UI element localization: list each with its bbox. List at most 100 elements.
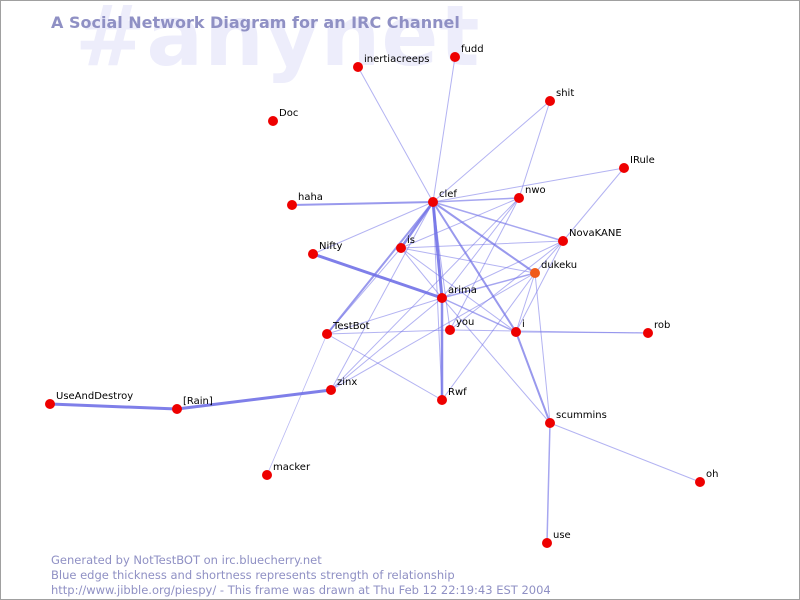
edge-testbot-rwf bbox=[326, 333, 443, 401]
edge-is-dukeku bbox=[400, 247, 536, 274]
edge-clef-arima bbox=[431, 200, 444, 300]
edge-is-novakane bbox=[400, 240, 564, 249]
footer-legend-note: Blue edge thickness and shortness repres… bbox=[51, 568, 455, 582]
edge-you-novakane bbox=[449, 240, 564, 331]
node-label: NovaKANE bbox=[569, 228, 622, 239]
node-dot bbox=[45, 399, 55, 409]
node-dot bbox=[322, 329, 332, 339]
edge-arima-testbot bbox=[326, 297, 443, 335]
edge-arima-novakane bbox=[441, 240, 564, 299]
node-novakane: NovaKANE bbox=[558, 228, 622, 246]
node-label: rob bbox=[654, 320, 670, 331]
edge-clef-rwf bbox=[432, 201, 443, 401]
node-dot bbox=[287, 200, 297, 210]
edge-i-rob bbox=[515, 331, 649, 334]
node-dot bbox=[542, 538, 552, 548]
node-label: is bbox=[407, 235, 415, 246]
node-macker: macker bbox=[262, 462, 311, 480]
edge-i-dukeku bbox=[515, 272, 536, 333]
node-testbot: TestBot bbox=[322, 321, 370, 339]
edge-rain-zinx bbox=[175, 388, 333, 411]
node-label: nwo bbox=[525, 185, 546, 196]
node-dot bbox=[172, 404, 182, 414]
node-use: use bbox=[542, 530, 571, 548]
node-dot bbox=[396, 243, 406, 253]
node-dot bbox=[643, 328, 653, 338]
node-label: you bbox=[456, 317, 474, 328]
node-is: is bbox=[396, 235, 415, 253]
edge-clef-haha bbox=[291, 201, 434, 206]
node-label: Nifty bbox=[319, 241, 343, 252]
node-label: arima bbox=[448, 285, 477, 296]
node-label: inertiacreeps bbox=[364, 54, 429, 65]
node-dot bbox=[545, 96, 555, 106]
edge-clef-zinx bbox=[330, 201, 434, 391]
node-label: TestBot bbox=[332, 321, 370, 332]
edge-clef-novakane bbox=[432, 201, 564, 242]
edge-clef-testbot bbox=[326, 201, 434, 335]
node-label: i bbox=[522, 319, 525, 330]
node-dot bbox=[308, 249, 318, 259]
edge-scummins-dukeku bbox=[534, 272, 551, 424]
node-label: Doc bbox=[279, 108, 298, 119]
node-rwf: Rwf bbox=[437, 387, 467, 405]
edge-arima-scummins bbox=[441, 297, 551, 424]
node-dot bbox=[437, 395, 447, 405]
node-oh: oh bbox=[695, 469, 718, 487]
node-label: UseAndDestroy bbox=[56, 391, 133, 402]
node-irule: IRule bbox=[619, 155, 655, 173]
node-label: fudd bbox=[461, 44, 484, 55]
edge-useanddestroy-rain bbox=[48, 402, 179, 411]
edge-i-scummins bbox=[515, 331, 551, 424]
node-you: you bbox=[445, 317, 474, 335]
node-scummins: scummins bbox=[545, 410, 607, 428]
node-dot bbox=[450, 52, 460, 62]
edge-scummins-oh bbox=[549, 422, 701, 483]
node-label: clef bbox=[439, 189, 457, 200]
edge-nwo-shit bbox=[518, 100, 551, 199]
node-label: zinx bbox=[337, 377, 357, 388]
edge-clef-shit bbox=[432, 100, 551, 203]
node-label: shit bbox=[556, 88, 574, 99]
edge-clef-nifty bbox=[312, 201, 434, 255]
node-dot bbox=[445, 325, 455, 335]
edge-clef-dukeku bbox=[432, 201, 536, 274]
node-dot bbox=[511, 327, 521, 337]
node-dot bbox=[695, 477, 705, 487]
node-rob: rob bbox=[643, 320, 670, 338]
node-label: [Rain] bbox=[183, 396, 213, 407]
node-label: oh bbox=[706, 469, 718, 480]
edge-arima-i bbox=[441, 297, 517, 333]
footer-url-timestamp: http://www.jibble.org/piespy/ - This fra… bbox=[51, 583, 551, 597]
node-zinx: zinx bbox=[326, 377, 357, 395]
edge-scummins-use bbox=[546, 422, 551, 544]
node-dot bbox=[428, 197, 438, 207]
node-dot bbox=[514, 193, 524, 203]
edge-you-nwo bbox=[449, 197, 520, 331]
edge-clef-i bbox=[432, 201, 517, 333]
node-label: macker bbox=[273, 462, 311, 473]
node-dot bbox=[262, 470, 272, 480]
node-label: haha bbox=[298, 192, 323, 203]
node-arima: arima bbox=[437, 285, 477, 303]
footer-info: Generated by NotTestBOT on irc.bluecherr… bbox=[51, 553, 551, 598]
edge-arima-nwo bbox=[441, 197, 520, 299]
edge-dukeku-novakane bbox=[534, 240, 564, 274]
node-label: Rwf bbox=[448, 387, 467, 398]
edge-clef-irule bbox=[432, 167, 625, 203]
node-dukeku: dukeku bbox=[530, 260, 577, 278]
node-dot bbox=[437, 293, 447, 303]
node-i: i bbox=[511, 319, 525, 337]
edge-clef-fudd bbox=[432, 56, 456, 203]
node-dot bbox=[545, 418, 555, 428]
node-nifty: Nifty bbox=[308, 241, 343, 259]
edge-arima-zinx bbox=[330, 297, 443, 391]
node-useanddestroy: UseAndDestroy bbox=[45, 391, 133, 409]
node-shit: shit bbox=[545, 88, 574, 106]
node-inertiacreeps: inertiacreeps bbox=[353, 54, 429, 72]
footer-generated-by: Generated by NotTestBOT on irc.bluecherr… bbox=[51, 553, 322, 567]
node-doc: Doc bbox=[268, 108, 298, 126]
edge-testbot-you bbox=[326, 329, 451, 335]
